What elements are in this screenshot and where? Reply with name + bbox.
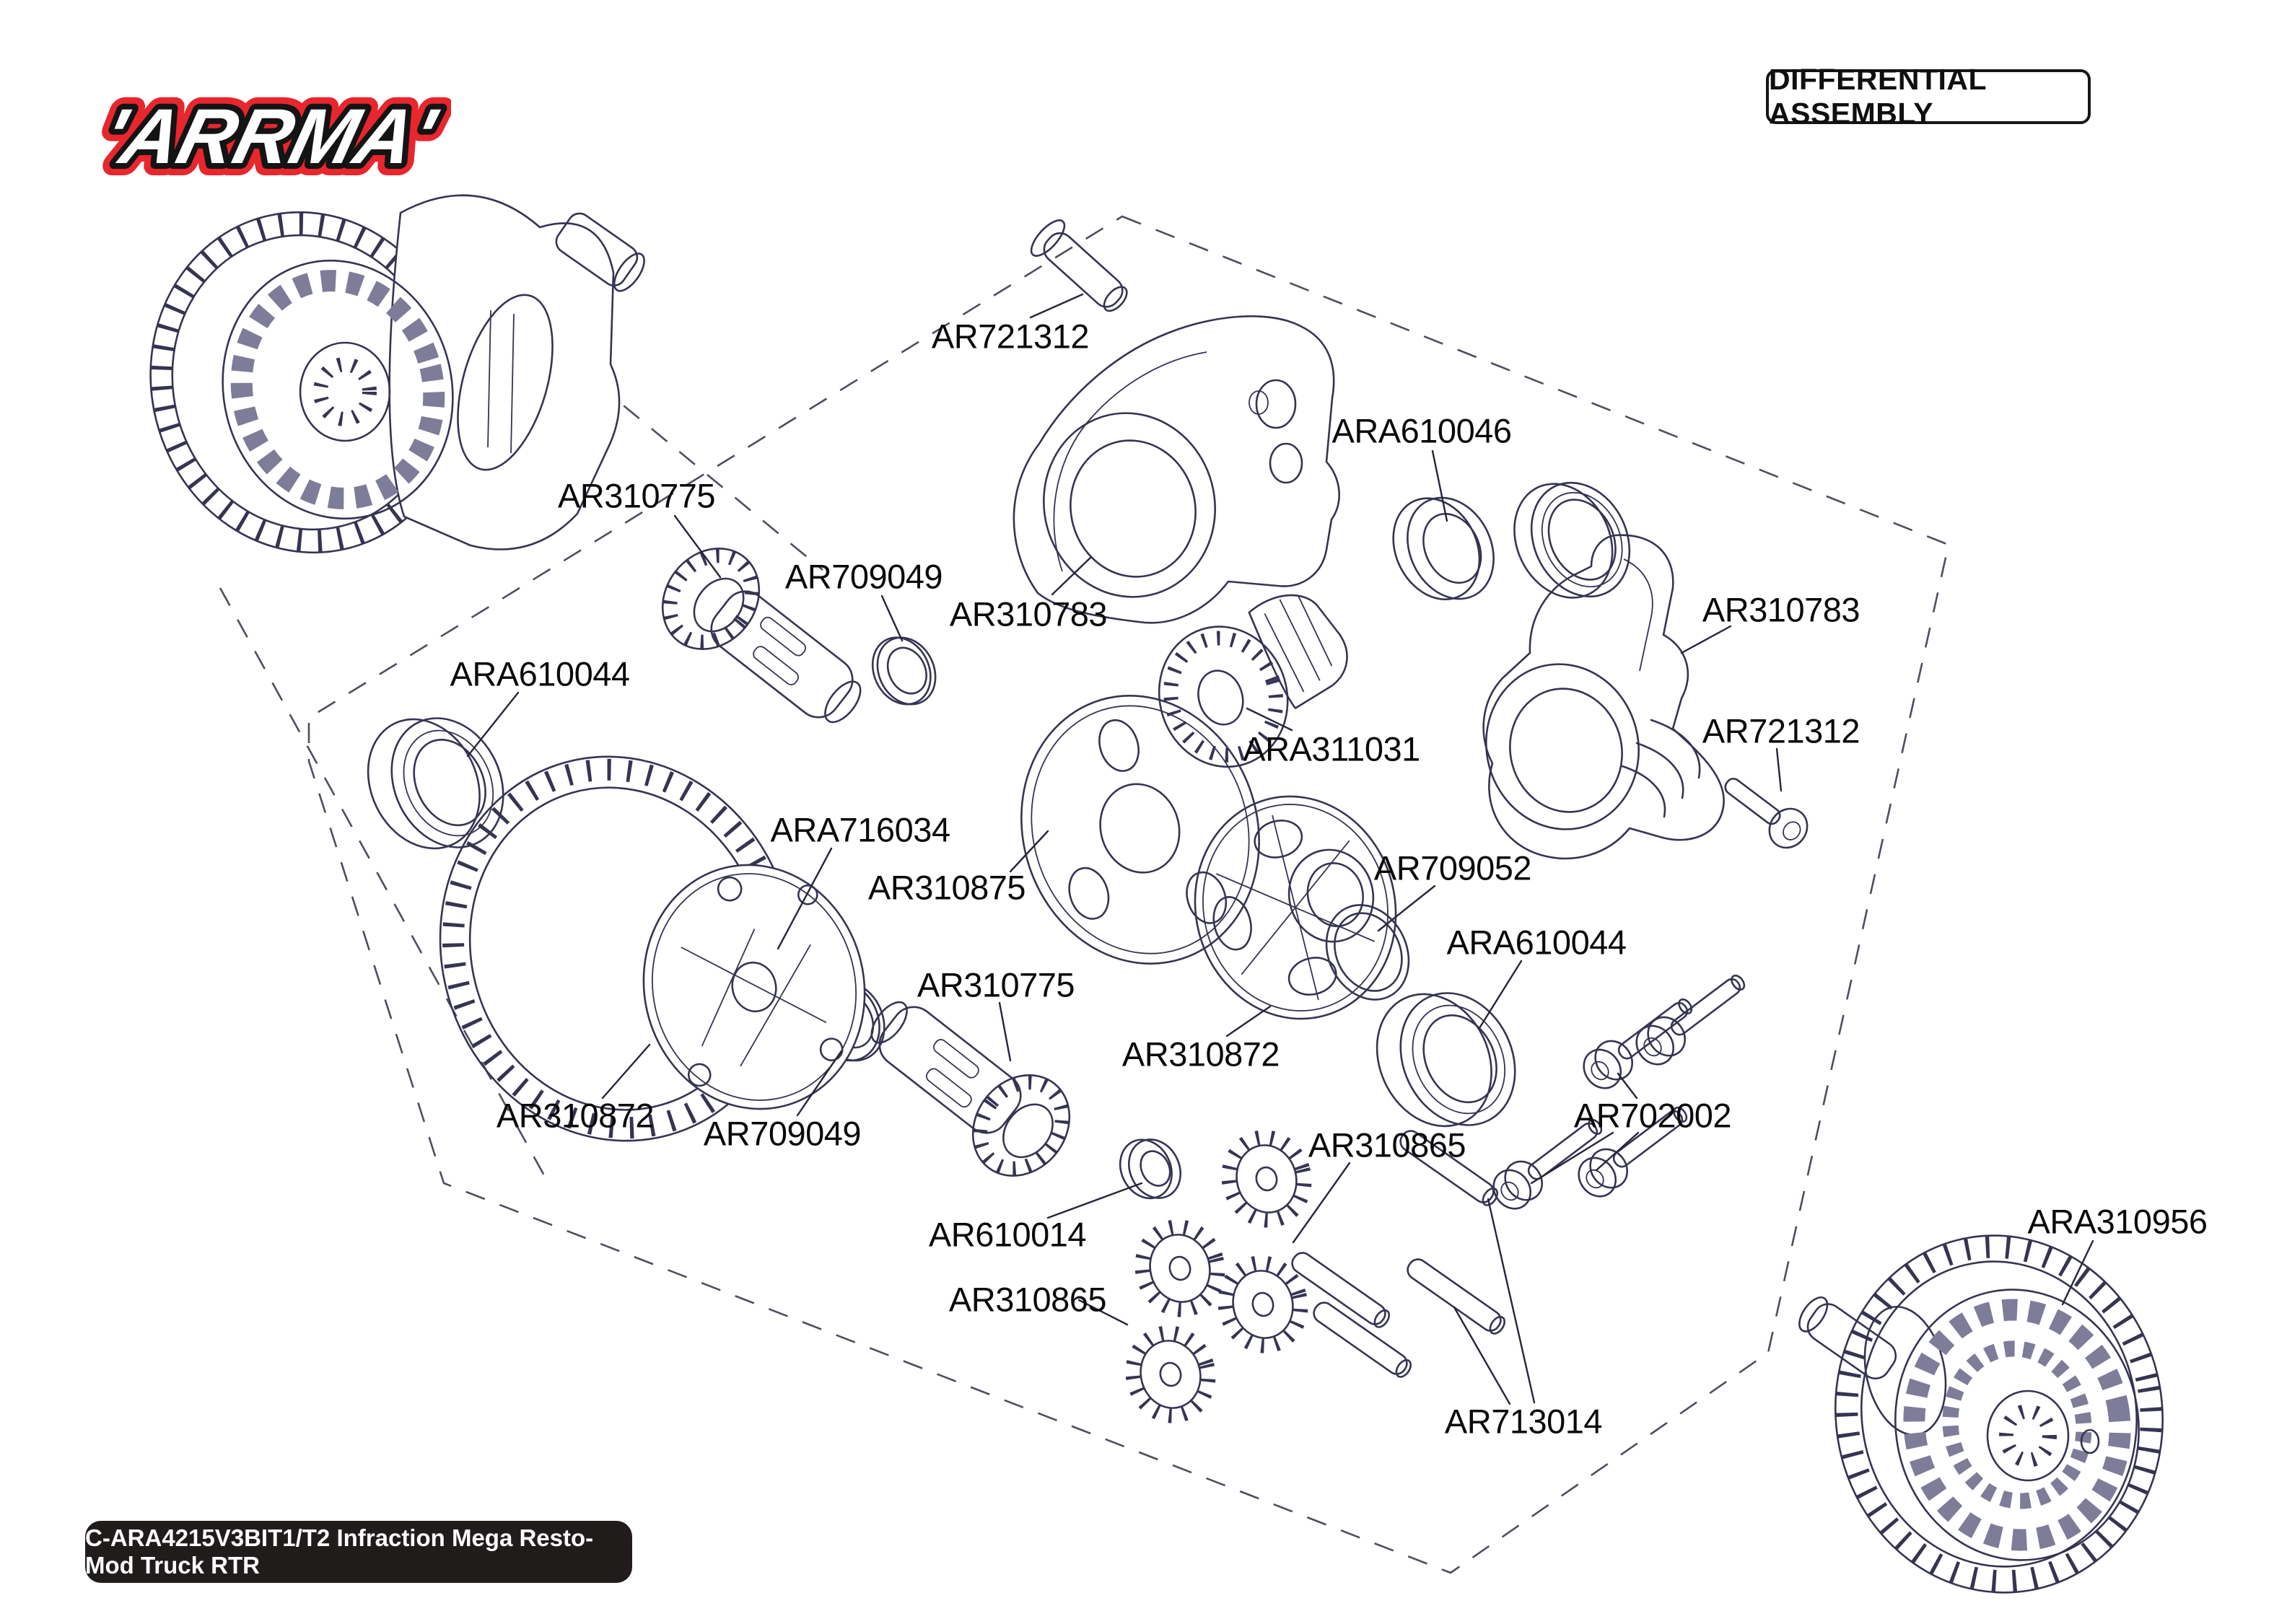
bearing-ara610044-right-drawing — [1376, 992, 1516, 1128]
part-label-ar713014: AR713014 — [1444, 1402, 1603, 1441]
bearing-ara610046-drawing — [1392, 481, 1631, 601]
bevel-gear-ara311031-drawing — [1158, 594, 1348, 768]
gasket-ar310875-drawing — [1020, 695, 1260, 965]
part-label-ar310875: AR310875 — [867, 868, 1026, 907]
part-label-ar310775-upper: AR310775 — [557, 476, 716, 515]
arrma-logo: 'ARRMA' 'ARRMA' 'ARRMA' — [76, 78, 458, 201]
pin-ar721312-top-drawing — [1030, 219, 1128, 312]
diff-housing-left-drawing — [1013, 315, 1340, 624]
part-label-ar610014: AR610014 — [928, 1215, 1087, 1254]
part-label-ar721312-right: AR721312 — [1702, 711, 1860, 750]
cross-pins-drawing — [1291, 1130, 1506, 1378]
part-label-ara311031: ARA311031 — [1243, 729, 1420, 768]
part-label-ar709052: AR709052 — [1373, 848, 1532, 887]
washer-ar709049-upper-drawing — [871, 636, 937, 706]
logo-text: 'ARRMA' — [94, 93, 445, 180]
part-label-ara610044-left: ARA610044 — [450, 654, 630, 693]
pinion-gear-upper-drawing — [661, 548, 862, 724]
cap-screws-drawing — [1492, 974, 1746, 1210]
part-label-ar310872-left: AR310872 — [496, 1096, 655, 1135]
spider-gears-drawing — [1125, 1130, 1312, 1423]
bearing-ara610044-left-drawing — [367, 717, 504, 850]
part-label-ar310865-right: AR310865 — [1308, 1125, 1466, 1164]
part-label-ar310783-right: AR310783 — [1702, 590, 1860, 629]
part-label-ara610044-right: ARA610044 — [1446, 923, 1627, 962]
part-label-ar709049-upper: AR709049 — [784, 557, 943, 596]
leader-lines — [466, 293, 2094, 1405]
diff-case-center-drawing — [1194, 795, 1397, 1020]
part-label-ar709049-lower: AR709049 — [703, 1114, 862, 1153]
bearing-ar610014-drawing — [1119, 1138, 1181, 1200]
pinion-gear-lower-drawing — [870, 1001, 1071, 1177]
product-code-box: C-ARA4215V3BIT1/T2 Infraction Mega Resto… — [85, 1521, 632, 1583]
part-label-ar310872-center: AR310872 — [1121, 1035, 1280, 1074]
screw-ar721312-right-drawing — [1724, 778, 1809, 849]
product-code: C-ARA4215V3BIT1/T2 Infraction Mega Resto… — [85, 1524, 594, 1579]
ring-gear-case-left-drawing — [439, 755, 866, 1142]
part-label-ar310775-lower: AR310775 — [917, 965, 1075, 1004]
dashed-boundary — [219, 215, 1950, 1574]
page-title-box: DIFFERENTIAL ASSEMBLY — [1766, 63, 2091, 130]
part-label-ar310865-left: AR310865 — [948, 1280, 1107, 1319]
diff-housing-right-drawing — [1482, 534, 1725, 860]
logo-outline-black: 'ARRMA' — [94, 93, 445, 180]
part-label-ar310783-left: AR310783 — [949, 594, 1108, 633]
part-label-ara310956: ARA310956 — [2027, 1202, 2208, 1241]
assembled-differential-drawing — [149, 194, 645, 554]
part-label-ar721312-top: AR721312 — [931, 317, 1090, 356]
complete-differential-drawing — [1798, 1234, 2164, 1594]
part-label-ara610046: ARA610046 — [1331, 411, 1512, 450]
logo-outline-red: 'ARRMA' — [94, 93, 445, 180]
shim-ar709052-drawing — [1325, 904, 1410, 1001]
page-title: DIFFERENTIAL ASSEMBLY — [1769, 63, 1987, 130]
part-label-ara716034: ARA716034 — [770, 810, 950, 849]
part-label-ar702002: AR702002 — [1573, 1096, 1732, 1135]
